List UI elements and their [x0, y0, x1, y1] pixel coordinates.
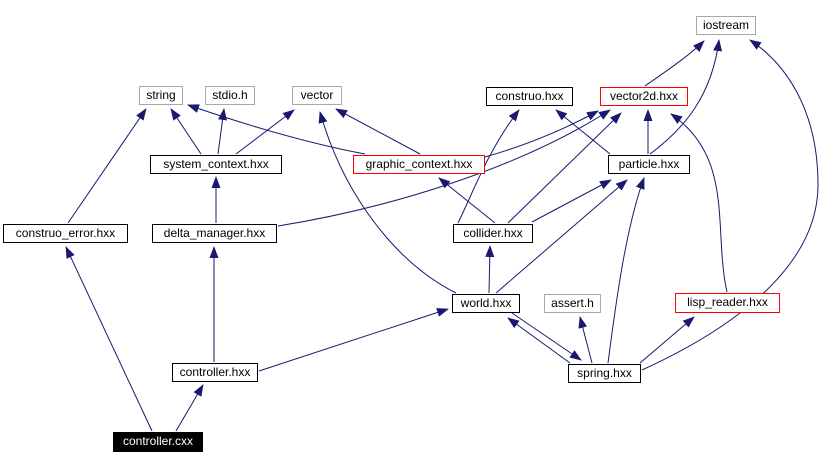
node-assert_h[interactable]: assert.h [544, 294, 601, 313]
node-controller_hxx[interactable]: controller.hxx [172, 363, 258, 382]
node-iostream[interactable]: iostream [696, 16, 756, 35]
node-string[interactable]: string [139, 86, 183, 105]
node-construo_hxx[interactable]: construo.hxx [486, 87, 573, 106]
edge-spring_hxx-to-world_hxx [507, 317, 571, 364]
node-construo_error_hxx[interactable]: construo_error.hxx [3, 224, 128, 243]
edge-spring_hxx-to-iostream [641, 39, 819, 371]
edge-system_context_hxx-to-vector [235, 109, 295, 155]
edge-particle_hxx-to-construo_hxx [555, 109, 611, 155]
edge-spring_hxx-to-lisp_reader_hxx [639, 316, 695, 364]
node-system_context_hxx[interactable]: system_context.hxx [150, 155, 282, 174]
edge-controller_cxx-to-construo_error_hxx [65, 246, 153, 432]
node-spring_hxx[interactable]: spring.hxx [568, 364, 641, 383]
node-delta_manager_hxx[interactable]: delta_manager.hxx [152, 224, 277, 243]
node-collider_hxx[interactable]: collider.hxx [453, 224, 533, 243]
edge-collider_hxx-to-particle_hxx [531, 179, 612, 223]
edge-world_hxx-to-spring_hxx [511, 312, 582, 361]
edge-graphic_context_hxx-to-string [187, 104, 366, 155]
node-stdio_h[interactable]: stdio.h [205, 86, 255, 105]
edge-spring_hxx-to-assert_h [578, 316, 593, 364]
edge-delta_manager_hxx-to-vector2d_hxx [277, 109, 611, 227]
edge-lisp_reader_hxx-to-vector2d_hxx [670, 113, 728, 293]
node-vector2d_hxx[interactable]: vector2d.hxx [600, 87, 688, 106]
edge-system_context_hxx-to-string [170, 108, 202, 155]
edge-collider_hxx-to-vector2d_hxx [507, 112, 622, 224]
edge-world_hxx-to-collider_hxx [485, 245, 495, 294]
edge-world_hxx-to-vector [318, 111, 457, 294]
edge-world_hxx-to-particle_hxx [495, 179, 628, 294]
node-graphic_context_hxx[interactable]: graphic_context.hxx [353, 155, 485, 174]
node-world_hxx[interactable]: world.hxx [452, 294, 520, 313]
edge-graphic_context_hxx-to-vector2d_hxx [484, 110, 599, 158]
edge-graphic_context_hxx-to-vector [335, 108, 421, 155]
edge-controller_cxx-to-controller_hxx [175, 384, 204, 432]
edge-collider_hxx-to-graphic_context_hxx [438, 177, 496, 224]
node-particle_hxx[interactable]: particle.hxx [608, 155, 690, 174]
edge-spring_hxx-to-particle_hxx [607, 177, 645, 364]
edge-construo_error_hxx-to-string [67, 108, 147, 224]
node-controller_cxx[interactable]: controller.cxx [113, 432, 203, 452]
node-lisp_reader_hxx[interactable]: lisp_reader.hxx [675, 293, 780, 313]
node-vector[interactable]: vector [292, 86, 342, 105]
edge-vector2d_hxx-to-iostream [644, 40, 705, 87]
edge-particle_hxx-to-iostream [649, 39, 723, 155]
edge-controller_hxx-to-world_hxx [258, 308, 449, 372]
